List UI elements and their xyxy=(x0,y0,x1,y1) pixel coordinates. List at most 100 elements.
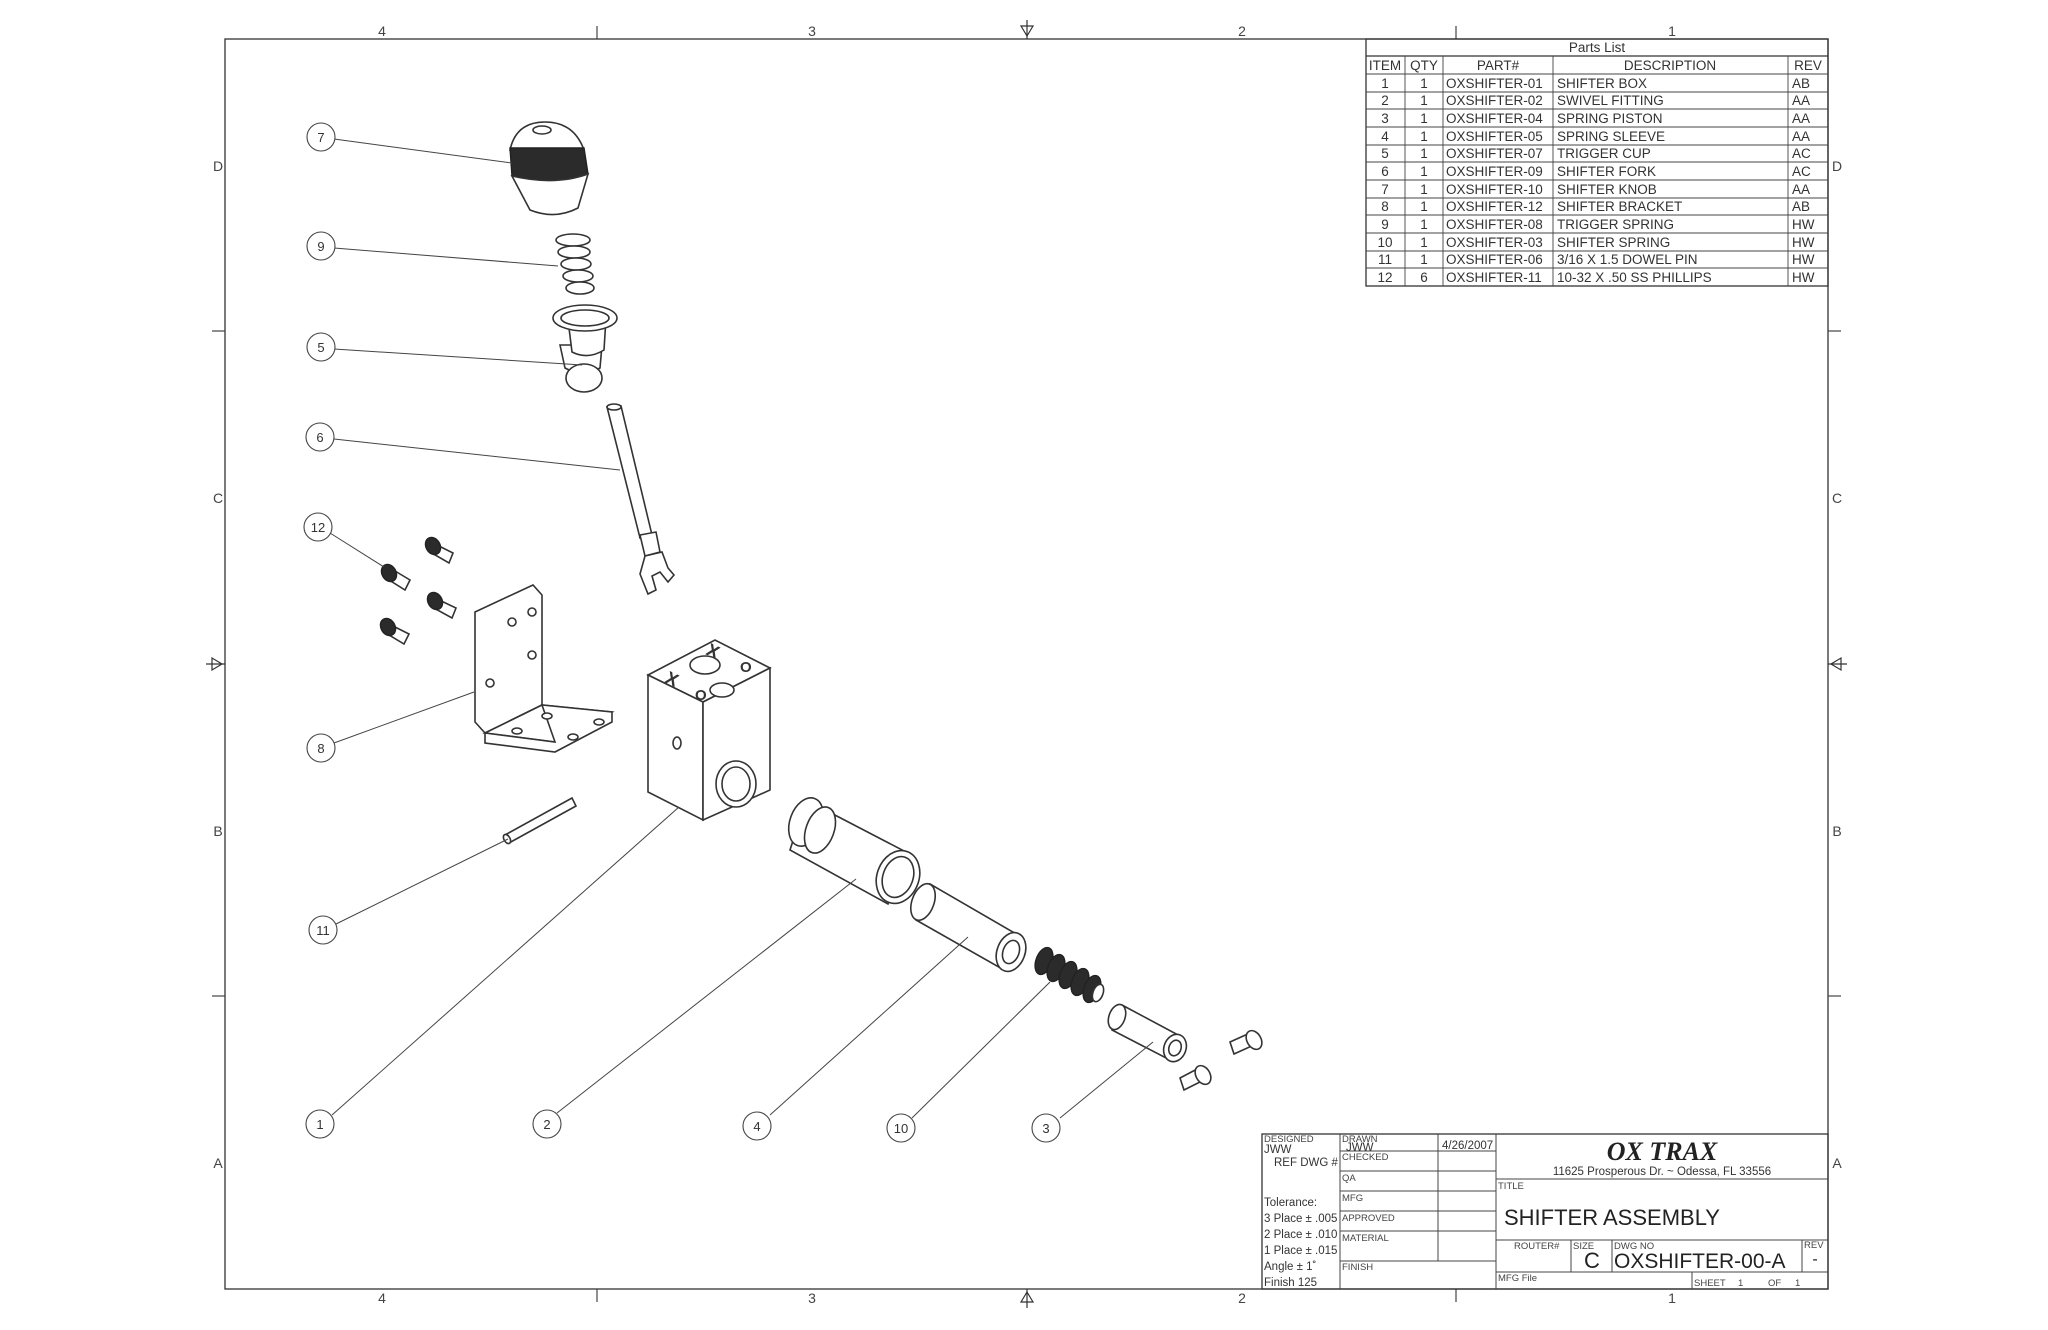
tolerance-1-place: 1 Place ± .015 xyxy=(1264,1245,1337,1257)
parts-list-title: Parts List xyxy=(1569,40,1626,55)
parts-cell: SPRING SLEEVE xyxy=(1557,129,1665,144)
tolerance-2-place: 2 Place ± .010 xyxy=(1264,1229,1337,1241)
parts-cell: OXSHIFTER-12 xyxy=(1446,199,1543,214)
svg-text:O: O xyxy=(695,687,707,704)
zone-col-top-3: 3 xyxy=(808,23,816,39)
screw-part xyxy=(1179,1064,1212,1092)
zone-col-top-2: 2 xyxy=(1238,23,1246,39)
zone-col-bottom-1: 1 xyxy=(1668,1290,1676,1306)
balloon-label: 9 xyxy=(317,239,324,254)
sheet-total: 1 xyxy=(1795,1278,1800,1289)
balloon-label: 8 xyxy=(317,741,324,756)
balloon: 10 xyxy=(886,1113,916,1143)
parts-cell: 1 xyxy=(1420,111,1428,126)
qa-label: QA xyxy=(1342,1173,1356,1184)
parts-cell: OXSHIFTER-10 xyxy=(1446,182,1543,197)
parts-cell: 1 xyxy=(1420,182,1428,197)
drawing-number: OXSHIFTER-00-A xyxy=(1614,1250,1786,1273)
balloon: 11 xyxy=(308,915,338,945)
parts-cell: SPRING PISTON xyxy=(1557,111,1663,126)
balloon: 2 xyxy=(532,1109,562,1139)
parts-header-part: PART# xyxy=(1477,58,1520,73)
company-name: OX TRAX xyxy=(1607,1137,1718,1166)
parts-cell: 1 xyxy=(1420,146,1428,161)
balloon: 5 xyxy=(306,332,336,362)
swivel-fitting-part xyxy=(787,797,921,906)
parts-row: 5 1 OXSHIFTER-07 TRIGGER CUP AC xyxy=(1381,146,1811,161)
title-block: DESIGNED JWW REF DWG # DRAWN JWW 4/26/20… xyxy=(1261,1133,1829,1290)
parts-row: 3 1 OXSHIFTER-04 SPRING PISTON AA xyxy=(1381,111,1810,126)
parts-cell: HW xyxy=(1792,252,1815,267)
parts-cell: AA xyxy=(1792,129,1810,144)
parts-cell: 10-32 X .50 SS PHILLIPS xyxy=(1557,270,1712,285)
balloon: 3 xyxy=(1031,1113,1061,1143)
balloon: 9 xyxy=(306,231,336,261)
zone-row-left-D: D xyxy=(213,158,223,174)
parts-cell: 1 xyxy=(1420,93,1428,108)
svg-text:O: O xyxy=(740,659,752,676)
spring-sleeve-part xyxy=(909,882,1027,973)
parts-cell: 8 xyxy=(1381,199,1389,214)
parts-row: 4 1 OXSHIFTER-05 SPRING SLEEVE AA xyxy=(1381,129,1810,144)
screw-part xyxy=(1229,1029,1263,1056)
parts-cell: 3/16 X 1.5 DOWEL PIN xyxy=(1557,252,1698,267)
zone-row-right-A: A xyxy=(1832,1155,1842,1171)
parts-cell: OXSHIFTER-02 xyxy=(1446,93,1543,108)
zone-row-left-A: A xyxy=(213,1155,223,1171)
parts-cell: 3 xyxy=(1381,111,1389,126)
parts-cell: AB xyxy=(1792,199,1810,214)
parts-cell: TRIGGER SPRING xyxy=(1557,217,1674,232)
balloon: 12 xyxy=(303,512,333,542)
material-label: MATERIAL xyxy=(1342,1233,1389,1244)
parts-row: 8 1 OXSHIFTER-12 SHIFTER BRACKET AB xyxy=(1381,199,1810,214)
parts-cell: HW xyxy=(1792,217,1815,232)
parts-cell: SHIFTER FORK xyxy=(1557,164,1656,179)
zone-row-right-B: B xyxy=(1832,823,1841,839)
leader-lines xyxy=(329,138,1154,1119)
finish-label: FINISH xyxy=(1342,1262,1373,1273)
designed-value: JWW xyxy=(1264,1144,1292,1156)
mfg-file-label: MFG File xyxy=(1498,1273,1537,1284)
parts-cell: OXSHIFTER-01 xyxy=(1446,76,1543,91)
parts-cell: 2 xyxy=(1381,93,1389,108)
zone-row-right-D: D xyxy=(1832,158,1842,174)
checked-label: CHECKED xyxy=(1342,1152,1389,1163)
zone-col-top-1: 1 xyxy=(1668,23,1676,39)
parts-cell: OXSHIFTER-05 xyxy=(1446,129,1543,144)
parts-cell: SHIFTER BOX xyxy=(1557,76,1647,91)
parts-row: 1 1 OXSHIFTER-01 SHIFTER BOX AB xyxy=(1381,76,1810,91)
shifter-box-part: X X O O xyxy=(646,639,772,822)
parts-row: 11 1 OXSHIFTER-06 3/16 X 1.5 DOWEL PIN H… xyxy=(1378,252,1815,267)
rev-label: REV xyxy=(1804,1240,1824,1251)
balloon-label: 2 xyxy=(543,1117,550,1132)
sheet-label: SHEET xyxy=(1694,1278,1726,1289)
parts-cell: 12 xyxy=(1377,270,1392,285)
dwg-no-label: DWG NO xyxy=(1614,1241,1654,1252)
zone-row-right-C: C xyxy=(1832,490,1842,506)
parts-header-rev: REV xyxy=(1794,58,1822,73)
tolerance-angle: Angle ± 1˚ xyxy=(1264,1261,1316,1273)
screw-part xyxy=(424,536,455,565)
parts-cell: 1 xyxy=(1420,76,1428,91)
balloon-label: 6 xyxy=(316,430,323,445)
parts-cell: 1 xyxy=(1420,235,1428,250)
parts-cell: AB xyxy=(1792,76,1810,91)
parts-header-qty: QTY xyxy=(1410,58,1438,73)
parts-cell: AA xyxy=(1792,111,1810,126)
parts-cell: 10 xyxy=(1377,235,1392,250)
center-marks xyxy=(206,20,1847,1308)
balloon-label: 5 xyxy=(317,340,324,355)
zone-labels: 4 3 2 1 4 3 2 1 D C B A D C B A xyxy=(213,23,1842,1306)
parts-cell: SWIVEL FITTING xyxy=(1557,93,1664,108)
parts-row: 2 1 OXSHIFTER-02 SWIVEL FITTING AA xyxy=(1381,93,1810,108)
parts-cell: SHIFTER KNOB xyxy=(1557,182,1657,197)
zone-row-left-B: B xyxy=(213,823,222,839)
trigger-cup-part xyxy=(552,304,618,393)
screw-part xyxy=(379,617,411,646)
balloon: 6 xyxy=(305,422,335,452)
sheet-number: 1 xyxy=(1738,1278,1743,1289)
parts-cell: 1 xyxy=(1420,252,1428,267)
tolerance-3-place: 3 Place ± .005 xyxy=(1264,1213,1337,1225)
parts-row: 9 1 OXSHIFTER-08 TRIGGER SPRING HW xyxy=(1381,217,1815,232)
